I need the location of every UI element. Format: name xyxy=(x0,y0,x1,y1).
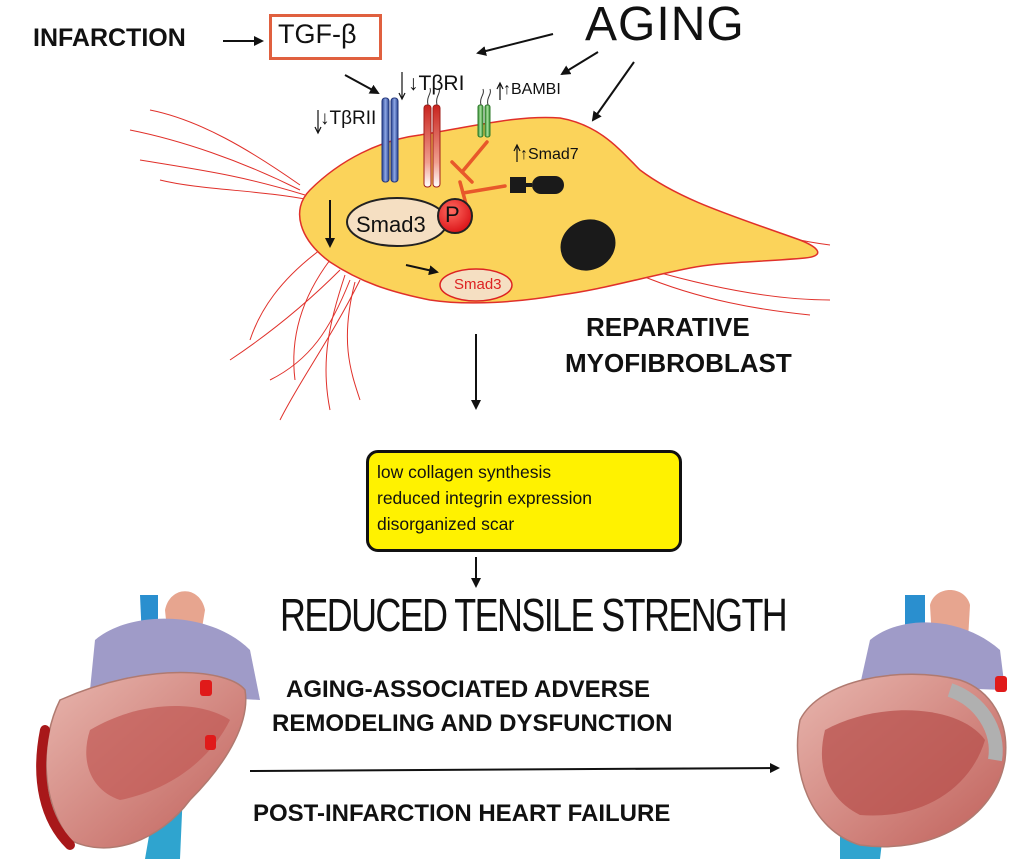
remodeling-line1: AGING-ASSOCIATED ADVERSE xyxy=(286,676,651,703)
smad3-nucleus-ellipse xyxy=(439,268,513,302)
cell-type-line2: MYOFIBROBLAST xyxy=(565,348,792,378)
phosphate-circle xyxy=(437,198,473,234)
arrows xyxy=(223,33,780,774)
smad7-molecule xyxy=(510,176,564,194)
inhibition-lines xyxy=(450,140,507,206)
outcome-line: reduced integrin expression xyxy=(377,488,592,508)
smad3-nucleus-label: Smad3 xyxy=(454,276,502,293)
tensile-strength-label: REDUCED TENSILE STRENGTH xyxy=(280,589,788,641)
bambi-label: ↑BAMBI xyxy=(503,81,561,98)
tbetarii-receptor xyxy=(381,97,399,183)
outcome-box: low collagen synthesis reduced integrin … xyxy=(366,450,682,552)
nucleus xyxy=(560,219,616,271)
heart-failure xyxy=(796,590,1007,859)
outcome-line: low collagen synthesis xyxy=(377,462,552,482)
bambi-receptor xyxy=(477,88,491,138)
tgf-beta-box xyxy=(269,14,382,60)
smad7-label: ↑Smad7 xyxy=(520,146,579,163)
infarction-label: INFARCTION xyxy=(33,24,186,52)
tbetari-receptor xyxy=(423,87,441,188)
heart-infarcted xyxy=(36,591,260,859)
cell-type-line1: REPARATIVE xyxy=(586,312,750,342)
aging-label: AGING xyxy=(585,0,745,51)
heart-failure-label: POST-INFARCTION HEART FAILURE xyxy=(253,800,671,827)
tgf-beta-label: TGF-β xyxy=(278,19,357,49)
remodeling-line2: REMODELING AND DYSFUNCTION xyxy=(272,710,673,737)
phosphate-label: P xyxy=(445,202,460,227)
tbetarii-label: ↓TβRII xyxy=(320,108,377,129)
outcome-line: disorganized scar xyxy=(377,514,515,534)
tbetari-label: ↓TβRI xyxy=(408,72,465,95)
change-arrows xyxy=(314,72,521,162)
smad3-cytoplasm-label: Smad3 xyxy=(356,212,426,237)
